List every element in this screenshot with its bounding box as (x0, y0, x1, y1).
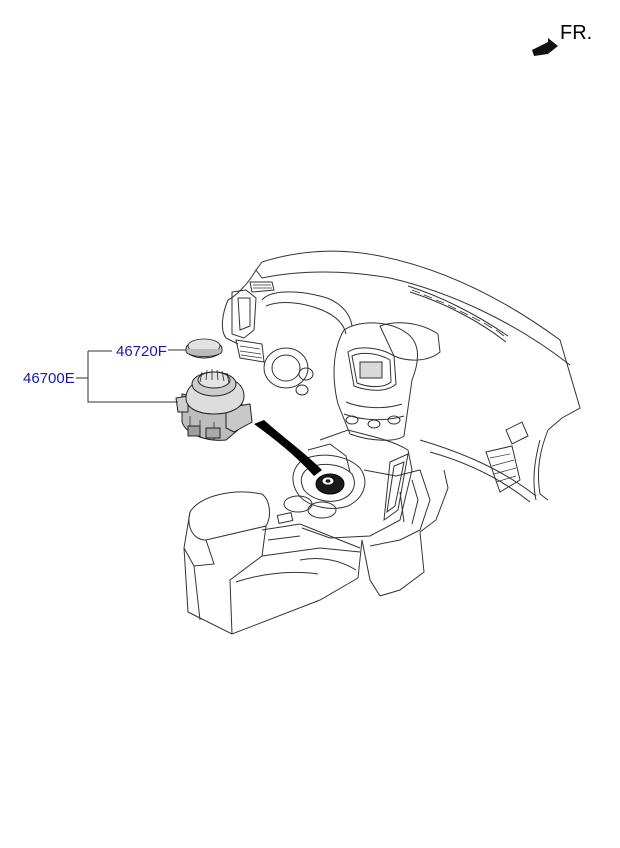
location-pointer (254, 420, 322, 476)
center-console (183, 429, 449, 635)
part-46720f-cap (185, 338, 223, 359)
shift-dial-location (315, 473, 345, 495)
leader-lines (76, 349, 186, 403)
part-label-46700e[interactable]: 46700E (23, 370, 75, 387)
front-direction-label: FR. (560, 22, 593, 44)
instrument-panel (221, 250, 581, 503)
part-label-46720f[interactable]: 46720F (116, 343, 167, 360)
part-46700e-shift-dial-assembly (175, 369, 253, 441)
front-direction-arrow-icon (532, 38, 558, 56)
